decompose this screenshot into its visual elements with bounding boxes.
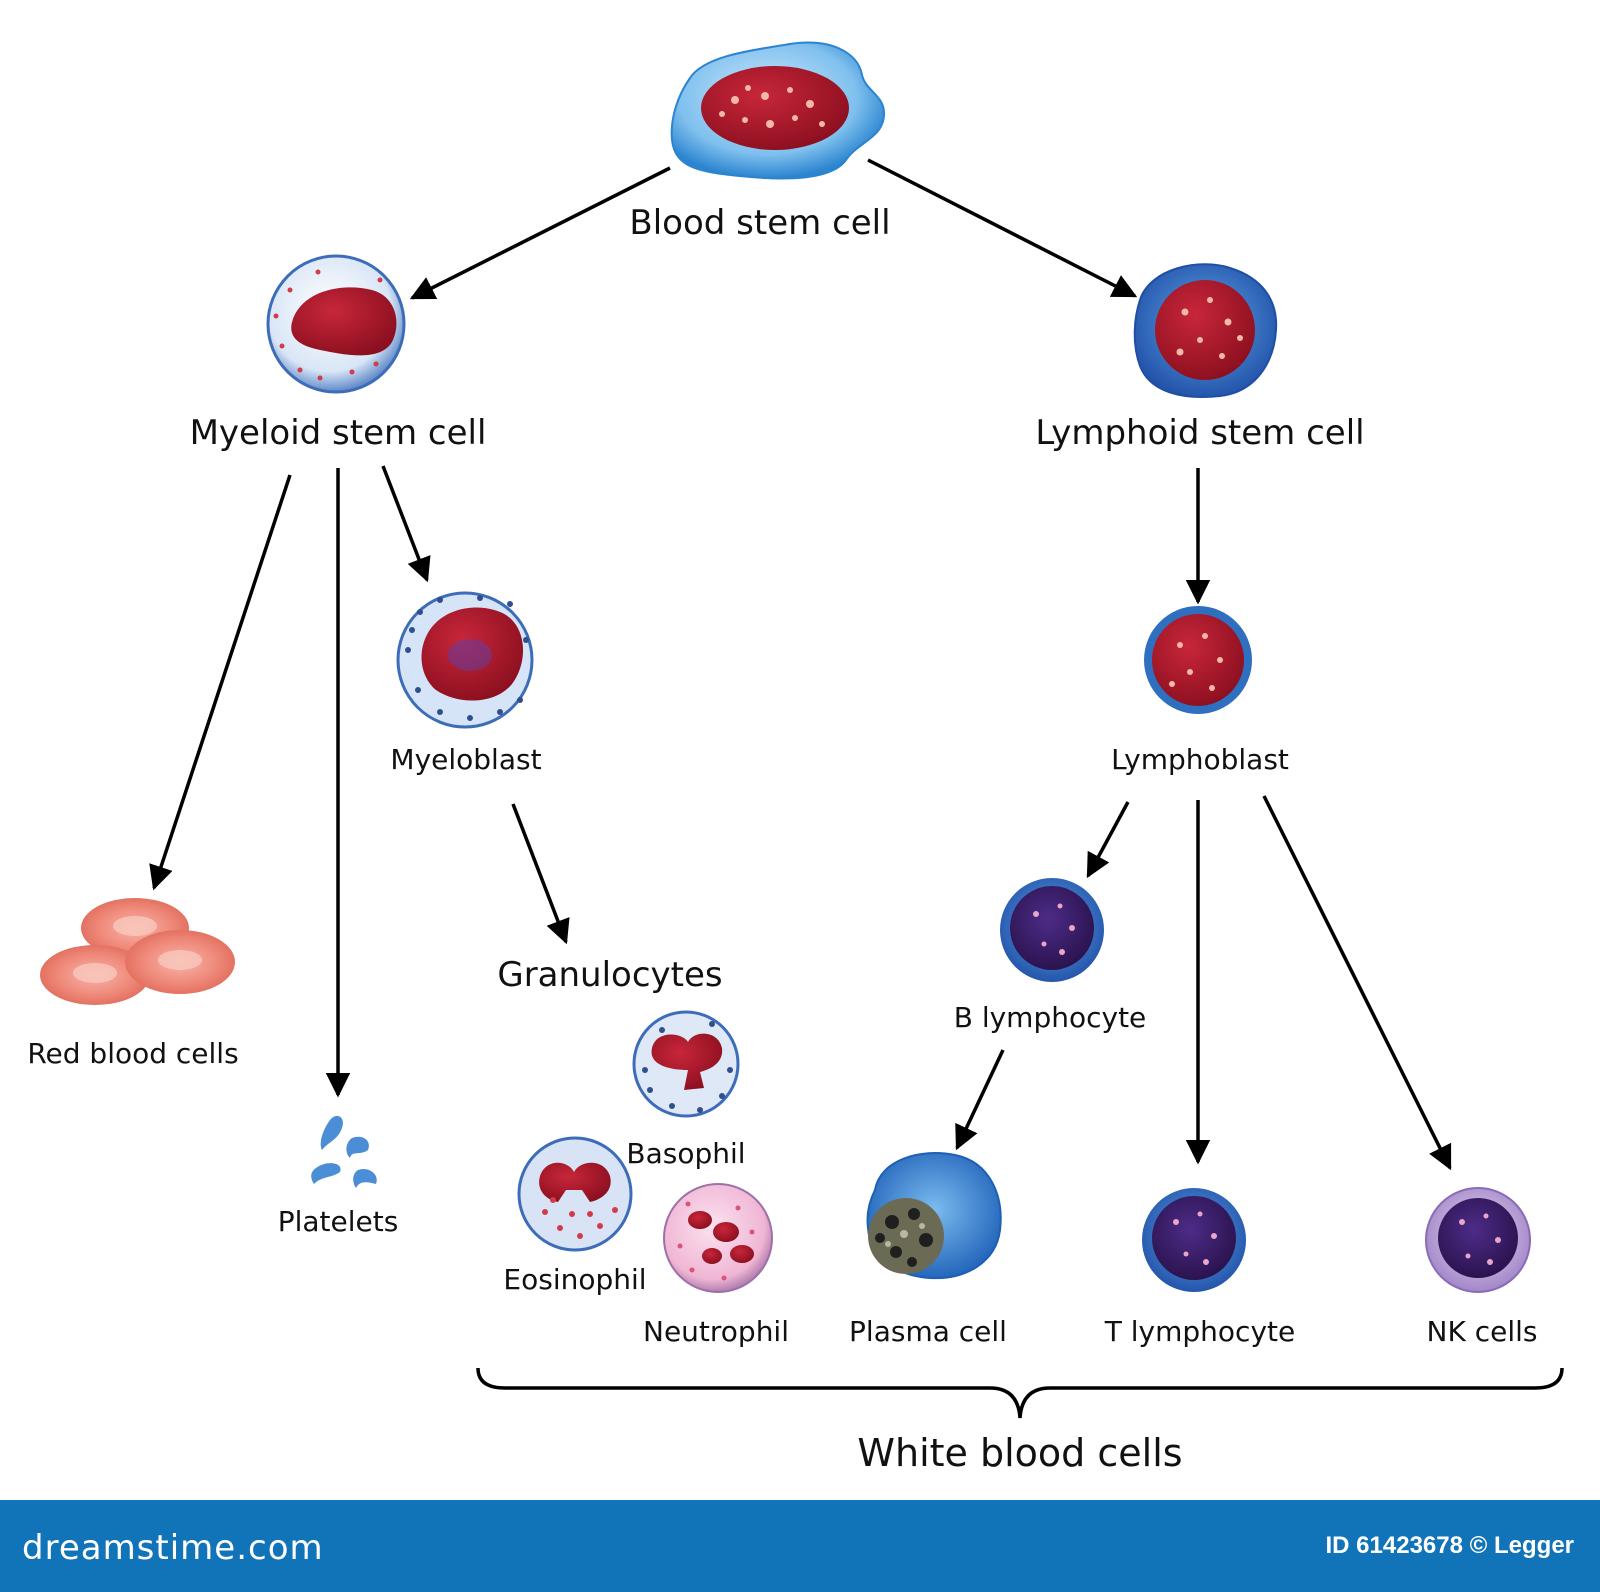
arrow-blood-to-lymphoid [867, 158, 1138, 298]
label-neutrophil: Neutrophil [642, 1315, 790, 1348]
label-myeloid-stem-cell: Myeloid stem cell [189, 413, 487, 453]
lymphoblast-icon [1144, 606, 1252, 714]
arrows [149, 158, 1452, 1171]
arrow-blood-to-myeloid [409, 166, 671, 300]
arrow-lymphoblast-to-b [1086, 801, 1130, 879]
label-plasma-cell: Plasma cell [849, 1315, 1007, 1348]
label-basophil: Basophil [626, 1137, 746, 1170]
arrow-myeloblast-to-granulocytes [511, 803, 570, 945]
eosinophil-icon [517, 1136, 633, 1252]
arrow-myeloid-to-myeloblast [381, 465, 431, 583]
label-white-blood-cells: White blood cells [857, 1431, 1183, 1475]
t-lymphocyte-icon [1142, 1188, 1246, 1292]
plasma-cell-icon [866, 1152, 1002, 1280]
label-granulocytes: Granulocytes [497, 955, 723, 995]
hematopoiesis-diagram: Blood stem cell Myeloid stem cell Lympho… [27, 41, 1564, 1475]
nk-cells-icon [1425, 1187, 1531, 1293]
basophil-icon [632, 1010, 740, 1118]
arrow-myeloid-to-rbc [149, 474, 292, 891]
label-red-blood-cells: Red blood cells [27, 1037, 239, 1070]
footer-bar: dreamstime.com ID 61423678 © Legger [0, 1500, 1600, 1592]
diagram-canvas [40, 41, 1564, 1419]
blood-stem-cell-icon [670, 41, 886, 180]
label-nk-cells: NK cells [1426, 1315, 1538, 1348]
label-lymphoid-stem-cell: Lymphoid stem cell [1035, 413, 1365, 453]
b-lymphocyte-icon [1000, 878, 1104, 982]
label-blood-stem-cell: Blood stem cell [629, 203, 891, 243]
dreamstime-logo: dreamstime.com [22, 1528, 324, 1568]
label-t-lymphocyte: T lymphocyte [1104, 1315, 1296, 1348]
red-blood-cells-icon [40, 898, 235, 1005]
image-id-credit: ID 61423678 © Legger [1325, 1532, 1574, 1559]
myeloblast-icon [396, 591, 534, 729]
label-b-lymphocyte: B lymphocyte [953, 1001, 1147, 1034]
arrow-lymphoblast-to-nk [1262, 795, 1452, 1171]
arrow-b-to-plasma [955, 1049, 1005, 1151]
label-platelets: Platelets [277, 1205, 399, 1238]
white-blood-cells-brace [476, 1367, 1564, 1419]
neutrophil-icon [663, 1183, 773, 1293]
platelets-icon [311, 1115, 377, 1188]
label-eosinophil: Eosinophil [503, 1263, 647, 1296]
lymphoid-stem-cell-icon [1133, 263, 1278, 398]
label-lymphoblast: Lymphoblast [1111, 743, 1289, 776]
myeloid-stem-cell-icon [266, 254, 406, 394]
label-myeloblast: Myeloblast [390, 743, 542, 776]
